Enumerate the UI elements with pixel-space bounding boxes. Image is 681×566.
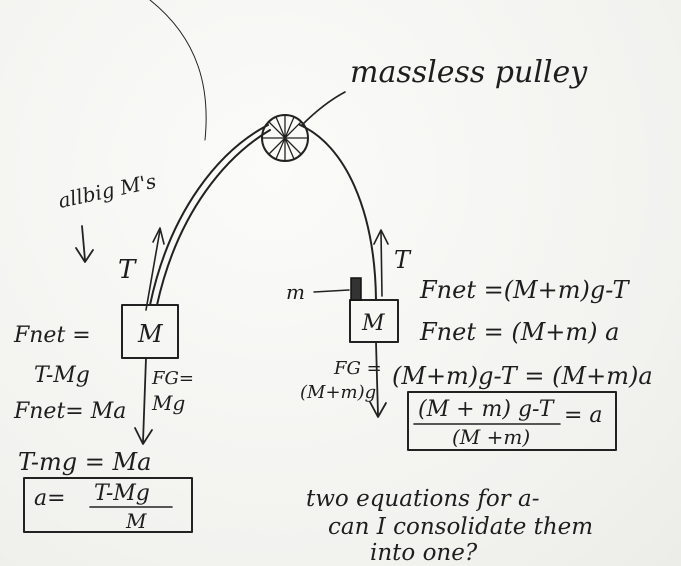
right-tension-arrow: [373, 229, 389, 297]
left-result-box: a= T-Mg M: [23, 477, 193, 533]
right-eq3: (M+m)g-T = (M+m)a: [392, 362, 653, 390]
rope-left: [149, 124, 269, 306]
right-eq1: Fnet =(M+m)g-T: [419, 276, 630, 304]
small-mass-pointer: [313, 289, 350, 293]
left-fg-line2: Mg: [151, 391, 185, 415]
left-block: [121, 304, 179, 359]
left-fg-line1: FG=: [151, 368, 194, 389]
left-result-lhs: a=: [34, 486, 66, 511]
question-line1: two equations for a-: [306, 486, 539, 512]
pulley-icon: [261, 114, 309, 162]
rope-left-inner: [156, 129, 271, 306]
left-equation: T-mg = Ma: [18, 448, 151, 476]
arrow-down-icon: [75, 225, 94, 263]
rope-right: [299, 124, 377, 301]
left-fnet-line2: T-Mg: [34, 363, 90, 388]
left-note: allbig M's: [56, 169, 158, 213]
question-line2: can I consolidate them: [328, 514, 593, 540]
right-fg-line1: FG =: [333, 358, 382, 379]
left-result-denominator: M: [125, 509, 147, 533]
left-tension-label: T: [118, 255, 137, 285]
left-fnet-line1: Fnet =: [13, 323, 91, 348]
left-fnet-ma: Fnet= Ma: [13, 399, 126, 424]
right-block-label: M: [361, 311, 385, 336]
right-fg-line2: (M+m)g: [300, 382, 376, 403]
question-line3: into one?: [370, 540, 478, 566]
small-mass-label: m: [286, 280, 305, 304]
right-gravity-arrow: [369, 341, 387, 418]
right-result-denominator: (M +m): [452, 425, 530, 449]
left-result-numerator: T-Mg: [94, 481, 150, 506]
faint-pencil-stroke: [149, 0, 207, 141]
right-result-numerator: (M + m) g-T: [418, 397, 556, 422]
right-block: [349, 299, 399, 343]
small-mass-block: [350, 277, 362, 301]
right-eq2: Fnet = (M+m) a: [419, 318, 619, 346]
left-tension-arrow: [145, 227, 165, 311]
pulley-label: massless pulley: [350, 55, 588, 90]
right-result-rhs: = a: [564, 403, 603, 428]
left-gravity-arrow: [134, 357, 153, 445]
pulley-label-pointer: [301, 91, 346, 126]
right-result-box: (M + m) g-T = a (M +m): [407, 391, 617, 451]
right-tension-label: T: [394, 246, 412, 274]
left-block-label: M: [137, 320, 164, 348]
